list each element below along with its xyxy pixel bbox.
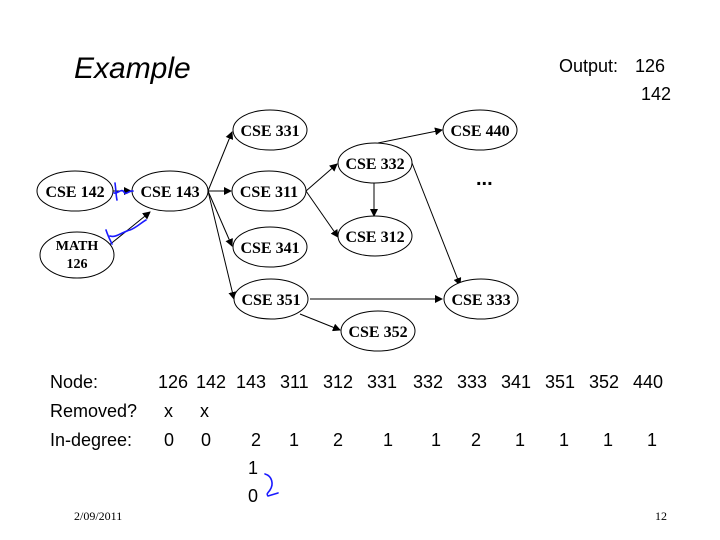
node-cell: 143 (236, 372, 267, 392)
edge-332-333 (411, 162, 462, 286)
indegree-row-label: In-degree: (50, 430, 133, 450)
removed-cell: x (164, 401, 173, 421)
indegree-cell: 0 (201, 430, 212, 450)
node-cell: 331 (367, 372, 398, 392)
node-cse142-label: CSE 142 (45, 184, 104, 201)
node-cse331-label: CSE 331 (240, 123, 299, 140)
removed-row-label: Removed? (50, 401, 138, 421)
node-cse341-label: CSE 341 (240, 240, 299, 257)
edge-143-351 (207, 190, 237, 300)
indegree-cell: 1 (559, 430, 570, 450)
node-cell: 312 (323, 372, 354, 392)
indegree-cell: 1 (383, 430, 394, 450)
indegree-update-arrow (264, 473, 279, 497)
indegree-cell: 1 (603, 430, 614, 450)
node-cell: 333 (457, 372, 488, 392)
edge-311-312 (305, 190, 339, 238)
node-cse311: CSE 311 (231, 170, 307, 212)
node-math126: MATH 126 (39, 231, 115, 279)
node-cse352: CSE 352 (340, 310, 416, 352)
node-cse440-label: CSE 440 (450, 123, 509, 140)
node-cell: 142 (196, 372, 227, 392)
node-cse341: CSE 341 (232, 226, 308, 268)
strike-mark-126-edge (105, 219, 147, 245)
indegree-cell: 2 (333, 430, 344, 450)
node-cell: 126 (158, 372, 189, 392)
node-cell: 311 (280, 372, 309, 392)
node-cse440: CSE 440 (442, 109, 518, 151)
slide-date: 2/09/2011 (74, 509, 123, 523)
edge-351-352 (299, 313, 341, 332)
indegree-update-143-second: 0 (248, 486, 259, 506)
node-cell: 351 (545, 372, 576, 392)
output-value-1: 126 (635, 56, 666, 76)
node-row-label: Node: (50, 372, 99, 392)
indegree-cell: 1 (431, 430, 442, 450)
node-cse143: CSE 143 (131, 170, 209, 212)
edge-311-332 (305, 163, 338, 192)
indegree-cell: 2 (251, 430, 262, 450)
edge-126-143 (107, 211, 151, 247)
node-cse331: CSE 331 (232, 109, 308, 151)
node-cse312-label: CSE 312 (345, 229, 404, 246)
indegree-cell: 1 (289, 430, 300, 450)
indegree-cell: 1 (515, 430, 526, 450)
output-label: Output: (559, 56, 619, 76)
node-cse333-label: CSE 333 (451, 292, 510, 309)
node-cse332-label: CSE 332 (345, 156, 404, 173)
node-cse312: CSE 312 (337, 215, 413, 257)
node-cse351-label: CSE 351 (241, 292, 300, 309)
node-cell: 440 (633, 372, 664, 392)
indegree-cell: 0 (164, 430, 175, 450)
node-cse332: CSE 332 (337, 142, 413, 184)
node-cse352-label: CSE 352 (348, 324, 407, 341)
node-math126-label-line2: 126 (67, 257, 88, 272)
handwritten-annotations (105, 182, 279, 497)
node-cse351: CSE 351 (233, 278, 309, 320)
indegree-update-143-first: 1 (248, 458, 259, 478)
strike-mark-142-edge (113, 182, 134, 201)
node-cse142: CSE 142 (36, 170, 114, 212)
node-math126-label-line1: MATH (56, 239, 99, 254)
more-nodes-ellipsis: ... (476, 168, 493, 190)
indegree-cell: 2 (471, 430, 482, 450)
slide-title: Example (74, 52, 191, 85)
slide-page-number: 12 (655, 509, 667, 523)
edge-332-440 (377, 127, 443, 144)
node-cse143-label: CSE 143 (140, 184, 199, 201)
node-cell: 352 (589, 372, 620, 392)
removed-cell: x (200, 401, 209, 421)
graph-edges (107, 127, 462, 332)
node-cse333: CSE 333 (443, 278, 519, 320)
indegree-cell: 1 (647, 430, 658, 450)
node-cse311-label: CSE 311 (240, 184, 298, 201)
output-value-2: 142 (641, 84, 672, 104)
node-cell: 332 (413, 372, 444, 392)
node-cell: 341 (501, 372, 532, 392)
edge-143-341 (207, 190, 233, 247)
edge-143-331 (207, 131, 234, 192)
